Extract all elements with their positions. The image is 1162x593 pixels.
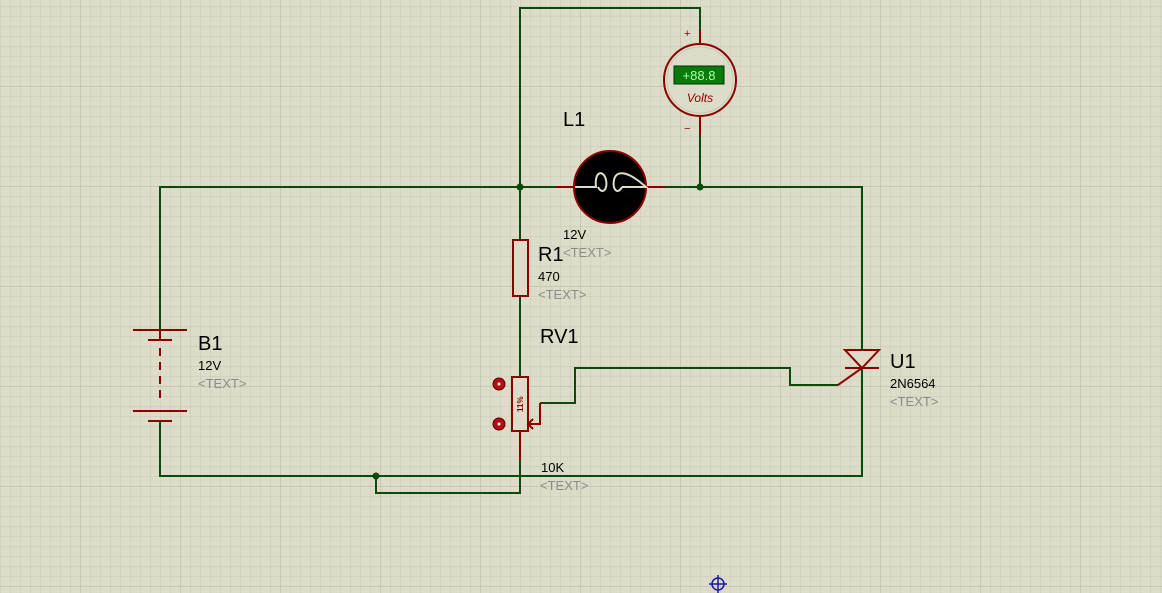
resistor-value-label: 470: [538, 269, 560, 284]
pot-wiper-percent: 11%: [516, 396, 525, 412]
pot-wiper-arrow-icon: [528, 403, 541, 425]
junction-dot: [516, 183, 524, 191]
scr-triangle-icon: [842, 349, 882, 370]
battery-ref-label: B1: [198, 333, 222, 355]
wire-meter-loop: [519, 7, 701, 187]
scr-value-label: 2N6564: [890, 376, 936, 391]
scr-text-placeholder: <TEXT>: [890, 394, 938, 409]
scr-ref-label: U1: [890, 351, 916, 373]
lamp-l1[interactable]: L1 12V <TEXT>: [556, 109, 665, 260]
voltmeter-display: [673, 65, 725, 85]
lamp-text-placeholder: <TEXT>: [563, 245, 611, 260]
battery-text-placeholder: <TEXT>: [198, 376, 246, 391]
battery-b1[interactable]: B1 12V <TEXT>: [133, 329, 246, 422]
voltmeter[interactable]: +88.8 Volts + −: [663, 28, 737, 135]
wire-pot-bottom: [375, 431, 521, 494]
lamp-value-label: 12V: [563, 227, 586, 242]
wires: [159, 7, 863, 494]
voltmeter-minus-sign: −: [684, 123, 690, 135]
voltmeter-unit: Volts: [687, 91, 713, 105]
wire-bottom: [159, 368, 863, 477]
scr-gate-lead: [837, 367, 863, 386]
battery-value-label: 12V: [198, 358, 221, 373]
wire-top-left: [159, 186, 575, 330]
resistor-r1[interactable]: R1 470 <TEXT>: [512, 239, 586, 302]
resistor-icon: [512, 239, 529, 297]
wire-top-right: [646, 186, 863, 350]
resistor-text-placeholder: <TEXT>: [538, 287, 586, 302]
lamp-ref-label: L1: [563, 109, 585, 131]
junction-dot: [372, 472, 380, 480]
scr-u1[interactable]: U1 2N6564 <TEXT>: [837, 349, 938, 409]
pin-marker-icon[interactable]: [492, 417, 506, 431]
potentiometer-rv1[interactable]: 11% RV1 10K <TEXT>: [492, 326, 588, 493]
voltmeter-reading: +88.8: [683, 68, 716, 83]
filament-icon: [575, 172, 649, 192]
resistor-ref-label: R1: [538, 244, 564, 266]
pot-text-placeholder: <TEXT>: [540, 478, 588, 493]
junction-dot: [696, 183, 704, 191]
wire-gate: [540, 367, 838, 404]
pin-marker-icon[interactable]: [492, 377, 506, 391]
pot-value-label: 10K: [541, 460, 564, 475]
crosshair-circle-icon: [709, 575, 727, 593]
pot-ref-label: RV1: [540, 326, 579, 348]
voltmeter-plus-sign: +: [684, 28, 690, 40]
